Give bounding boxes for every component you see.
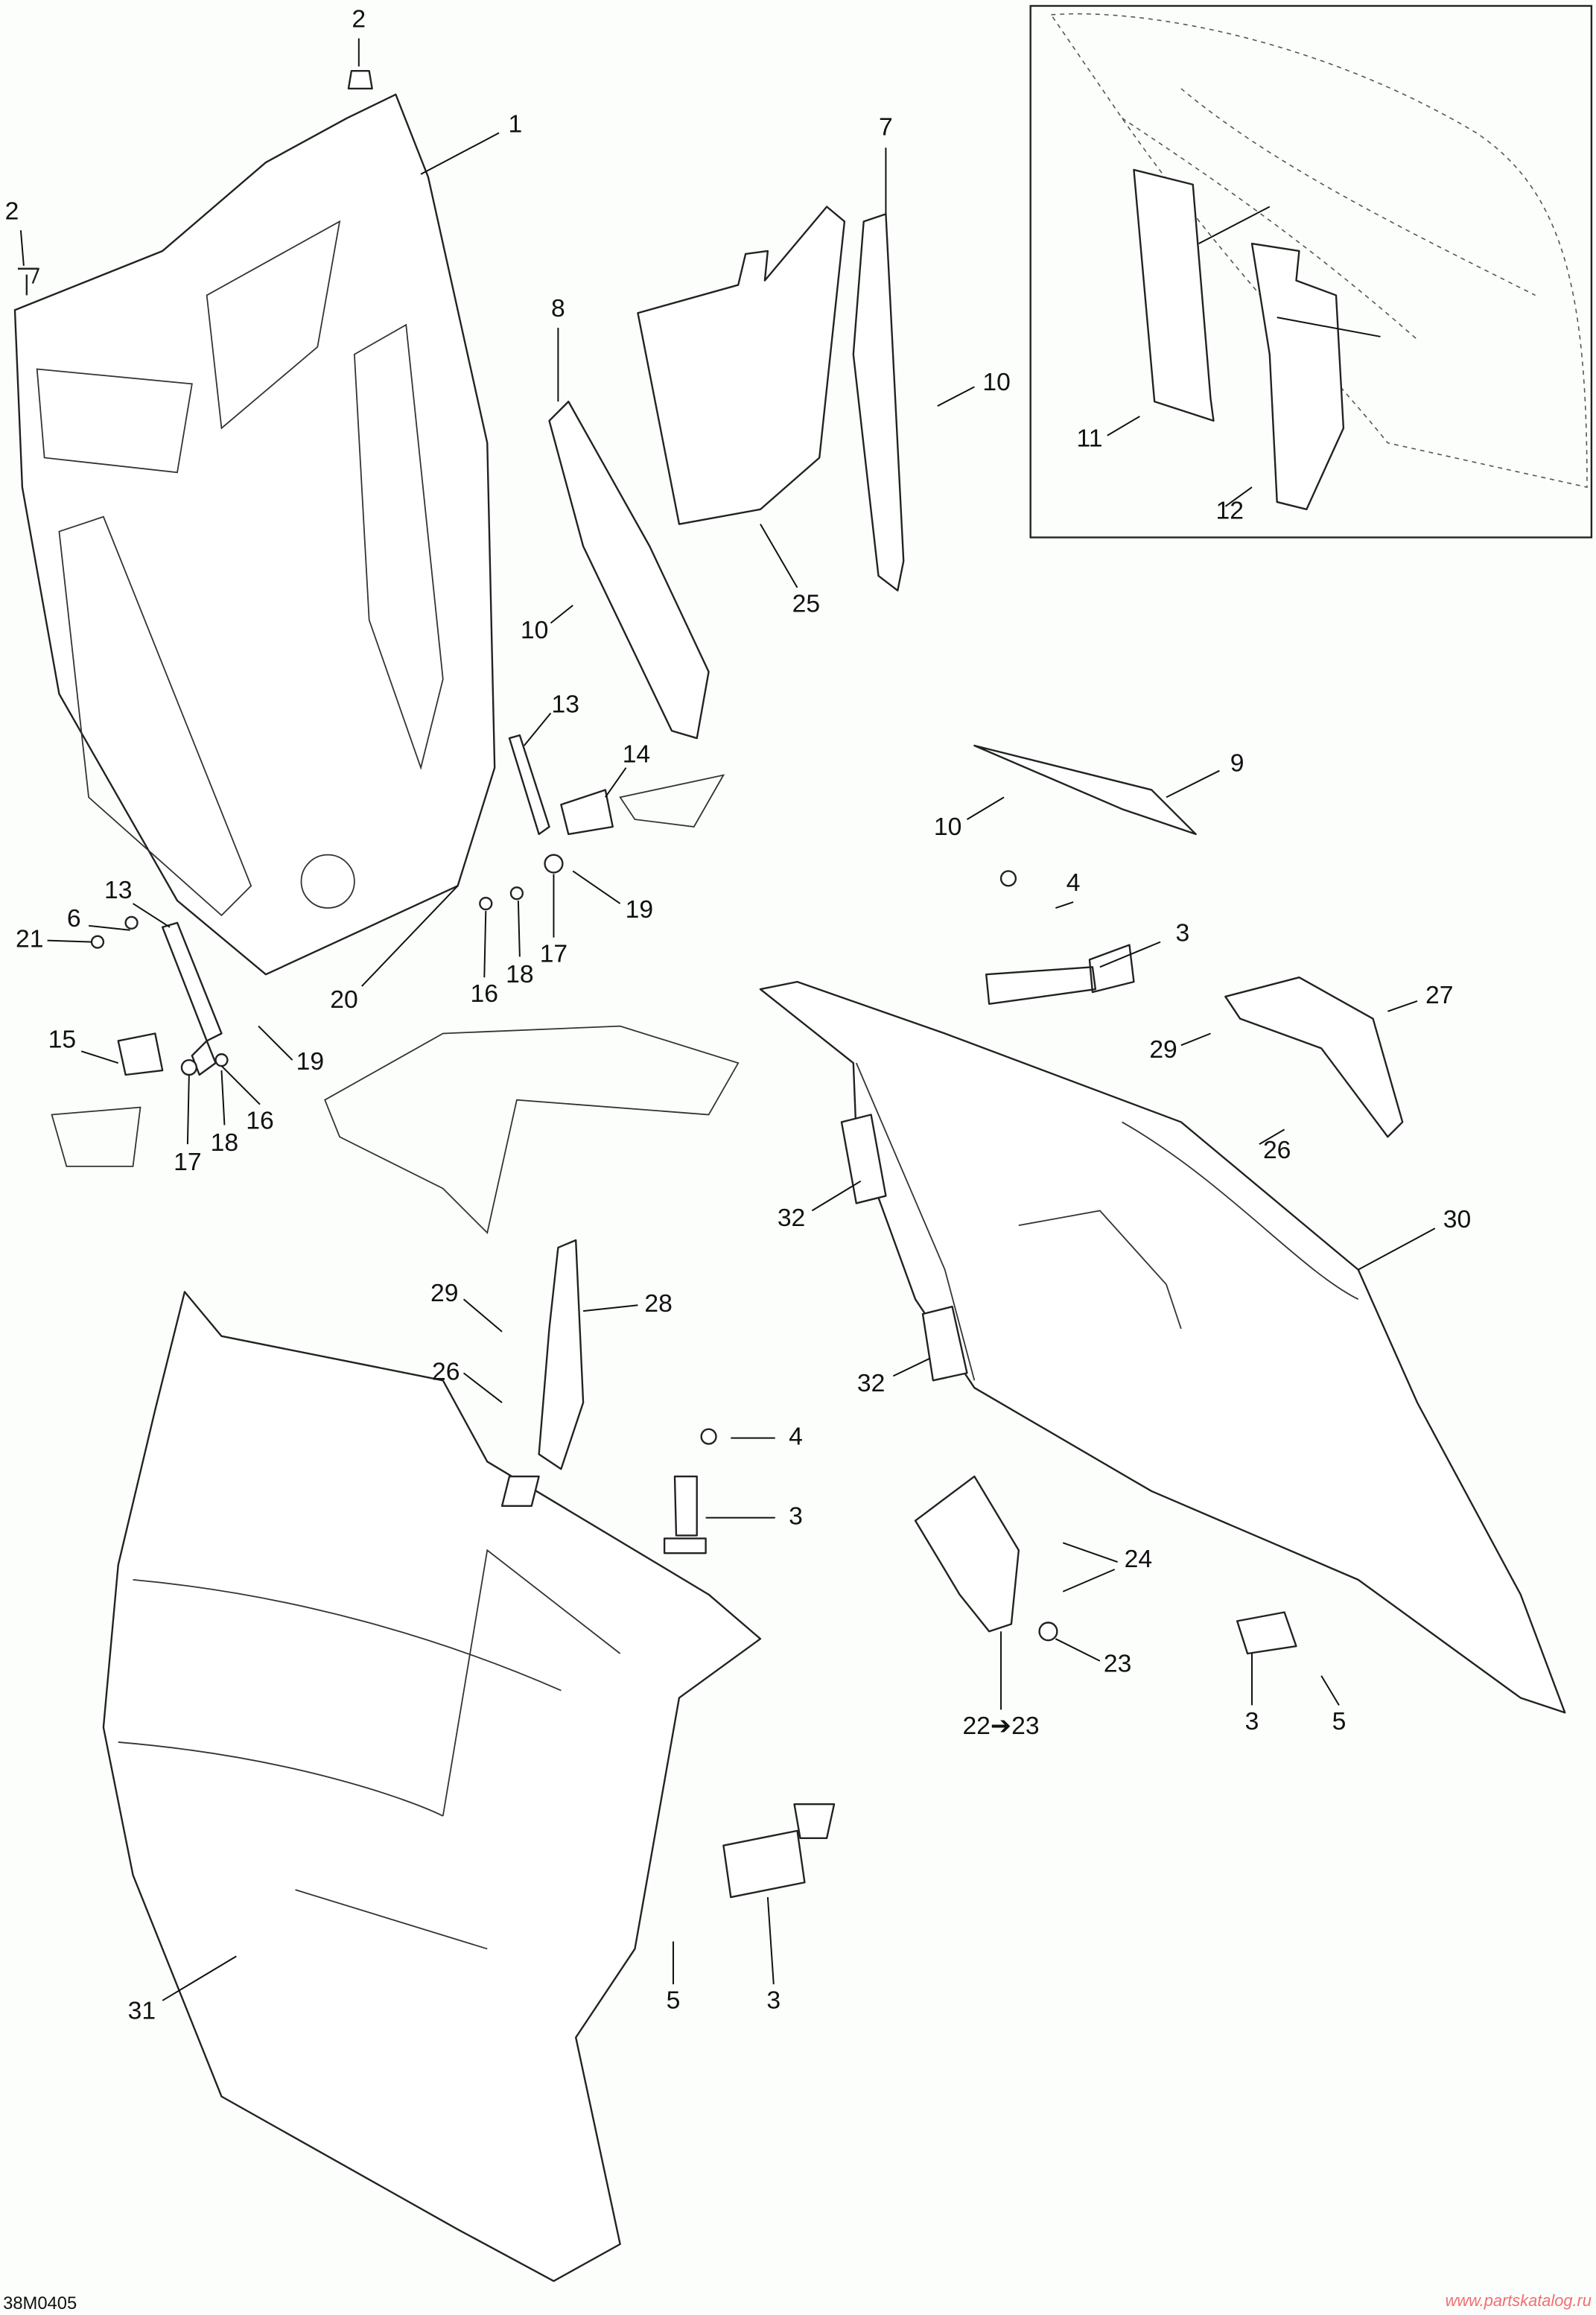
callout-3: 3 xyxy=(1245,1708,1259,1736)
callout-15: 15 xyxy=(48,1026,76,1053)
callout-10: 10 xyxy=(982,369,1010,396)
part-9-trim xyxy=(973,744,1197,836)
part-30-side-panel-right xyxy=(759,980,1566,1714)
callout-16: 16 xyxy=(471,980,498,1008)
callout-24: 24 xyxy=(1125,1546,1152,1573)
callout-30: 30 xyxy=(1443,1206,1471,1233)
callout-labels: 2 1 2 7 8 10 11 12 25 10 13 14 9 10 13 6… xyxy=(5,6,1472,2025)
leader-lines xyxy=(19,38,1436,2001)
part-7-gasket xyxy=(852,213,905,592)
callout-10: 10 xyxy=(521,617,548,644)
callout-9: 9 xyxy=(1230,750,1244,778)
callout-17: 17 xyxy=(174,1149,201,1176)
callout-18: 18 xyxy=(211,1129,238,1157)
callout-26: 26 xyxy=(432,1358,460,1385)
part-25-foam-pad xyxy=(637,206,846,525)
callout-27: 27 xyxy=(1425,982,1453,1009)
callout-29: 29 xyxy=(430,1280,458,1307)
callout-19: 19 xyxy=(296,1048,324,1076)
callout-5: 5 xyxy=(1332,1708,1347,1736)
callout-7: 7 xyxy=(879,113,893,141)
callout-16: 16 xyxy=(246,1107,273,1134)
callout-6: 6 xyxy=(67,905,81,933)
callout-13: 13 xyxy=(104,877,132,904)
callout-25: 25 xyxy=(792,591,820,618)
callout-12: 12 xyxy=(1216,498,1244,525)
callout-2: 2 xyxy=(352,6,366,34)
callout-29: 29 xyxy=(1149,1036,1177,1064)
callout-22-23: 22➔23 xyxy=(962,1712,1039,1740)
callout-26: 26 xyxy=(1263,1137,1291,1164)
callout-11: 11 xyxy=(1076,425,1102,453)
callout-14: 14 xyxy=(623,741,650,769)
callout-32: 32 xyxy=(857,1370,885,1397)
frame-member xyxy=(324,1025,740,1234)
callout-3: 3 xyxy=(789,1503,803,1531)
callout-20: 20 xyxy=(330,986,357,1014)
callout-2: 2 xyxy=(5,197,19,225)
callout-18: 18 xyxy=(506,961,533,988)
callout-23: 23 xyxy=(1104,1651,1131,1678)
callout-31: 31 xyxy=(128,1998,156,2025)
part-27-deflector xyxy=(1224,976,1404,1138)
part-8-gasket xyxy=(548,400,710,740)
part-31-side-panel-left xyxy=(102,1291,762,2282)
part-1-hood-panel xyxy=(13,93,496,976)
callout-32: 32 xyxy=(778,1204,805,1232)
callout-10: 10 xyxy=(934,813,961,841)
hardware xyxy=(17,69,1297,1899)
watermark: www.partskatalog.ru xyxy=(1446,2291,1592,2310)
part-28-deflector xyxy=(538,1239,585,1470)
callout-5: 5 xyxy=(667,1987,681,2015)
inset-frame xyxy=(1029,4,1593,539)
callout-4: 4 xyxy=(789,1423,803,1451)
callout-17: 17 xyxy=(540,940,567,968)
callout-19: 19 xyxy=(626,896,653,924)
callout-13: 13 xyxy=(552,690,579,718)
callout-21: 21 xyxy=(16,926,43,953)
diagram-code: 38M0405 xyxy=(3,2293,77,2314)
callout-28: 28 xyxy=(644,1290,672,1318)
callout-1: 1 xyxy=(509,110,523,138)
callout-4: 4 xyxy=(1066,869,1081,897)
callout-3: 3 xyxy=(766,1987,780,2015)
callout-8: 8 xyxy=(551,295,565,323)
callout-3: 3 xyxy=(1175,920,1189,947)
inset-drawing xyxy=(1050,13,1588,511)
